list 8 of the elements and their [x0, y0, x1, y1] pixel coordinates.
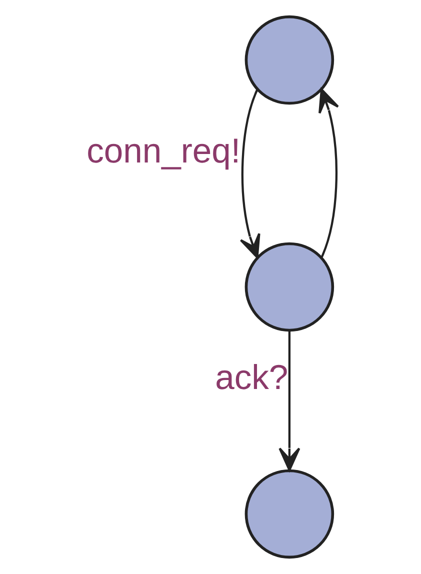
edge-label: ack? — [214, 359, 288, 398]
arrow — [318, 88, 339, 258]
arrow — [239, 89, 260, 258]
node-circle — [244, 15, 334, 105]
arrow — [278, 331, 300, 472]
edge-label: conn_req! — [86, 132, 240, 170]
node-circle — [244, 469, 334, 559]
node-circle — [244, 242, 334, 332]
